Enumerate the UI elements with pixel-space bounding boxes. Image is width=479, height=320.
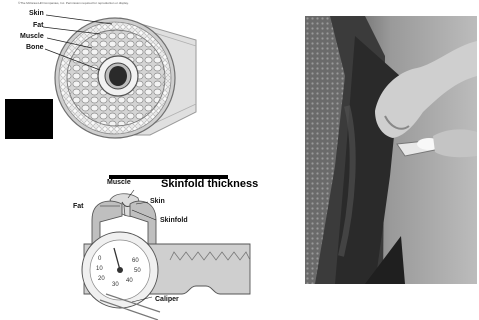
dial-tick-40: 40: [126, 278, 133, 284]
dial-tick-10: 10: [96, 266, 103, 272]
label-caliper: Caliper: [155, 296, 179, 303]
label-skinfold: Skinfold: [160, 217, 188, 224]
label-fat: Fat: [33, 22, 44, 29]
label-caliper-fat: Fat: [73, 203, 84, 210]
dial-tick-20: 20: [98, 276, 105, 282]
label-skin: Skin: [29, 10, 44, 17]
label-muscle: Muscle: [20, 33, 44, 40]
black-box: [5, 99, 53, 139]
label-caliper-skin: Skin: [150, 198, 165, 205]
label-bone: Bone: [26, 44, 44, 51]
dial-tick-60: 60: [132, 258, 139, 264]
skinfold-measurement-photo: [305, 16, 477, 284]
dial-tick-30: 30: [112, 282, 119, 288]
dial-tick-50: 50: [134, 268, 141, 274]
label-caliper-muscle: Muscle: [107, 179, 131, 186]
